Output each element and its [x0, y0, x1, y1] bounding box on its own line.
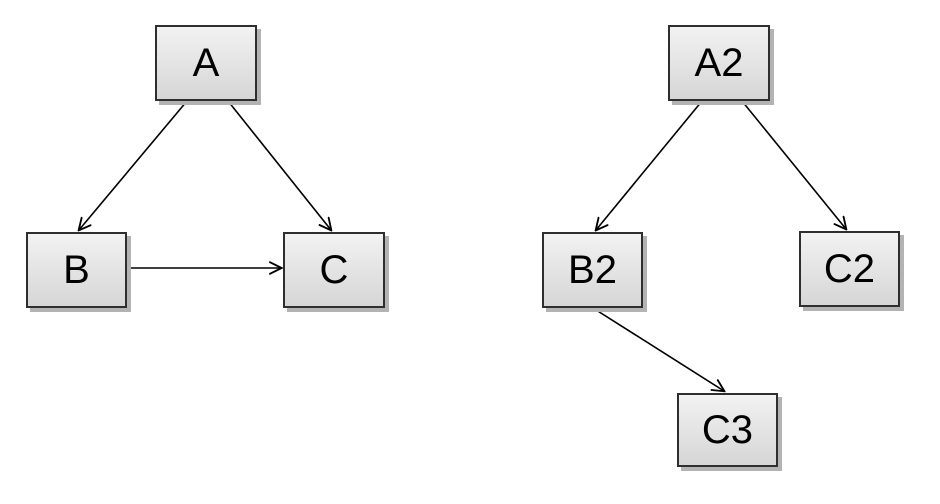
node-label: B [63, 248, 90, 292]
node-label: A [192, 41, 220, 85]
node-A2: A2 [668, 25, 770, 101]
node-C3: C3 [677, 393, 778, 467]
node-label: B2 [568, 248, 617, 292]
edge-A2-to-C2 [741, 100, 846, 229]
node-A: A [155, 25, 257, 101]
edge-B2-to-C3 [592, 307, 724, 391]
node-C: C [283, 232, 385, 308]
edge-A-to-C [227, 100, 331, 230]
node-label: C2 [823, 247, 876, 291]
edge-A2-to-B2 [596, 100, 703, 230]
node-B: B [26, 232, 127, 308]
node-label: A2 [694, 41, 744, 85]
node-label: C3 [701, 408, 754, 452]
edge-A-to-B [79, 100, 188, 230]
node-label: C [319, 248, 349, 292]
node-C2: C2 [799, 231, 900, 307]
node-B2: B2 [542, 232, 643, 308]
